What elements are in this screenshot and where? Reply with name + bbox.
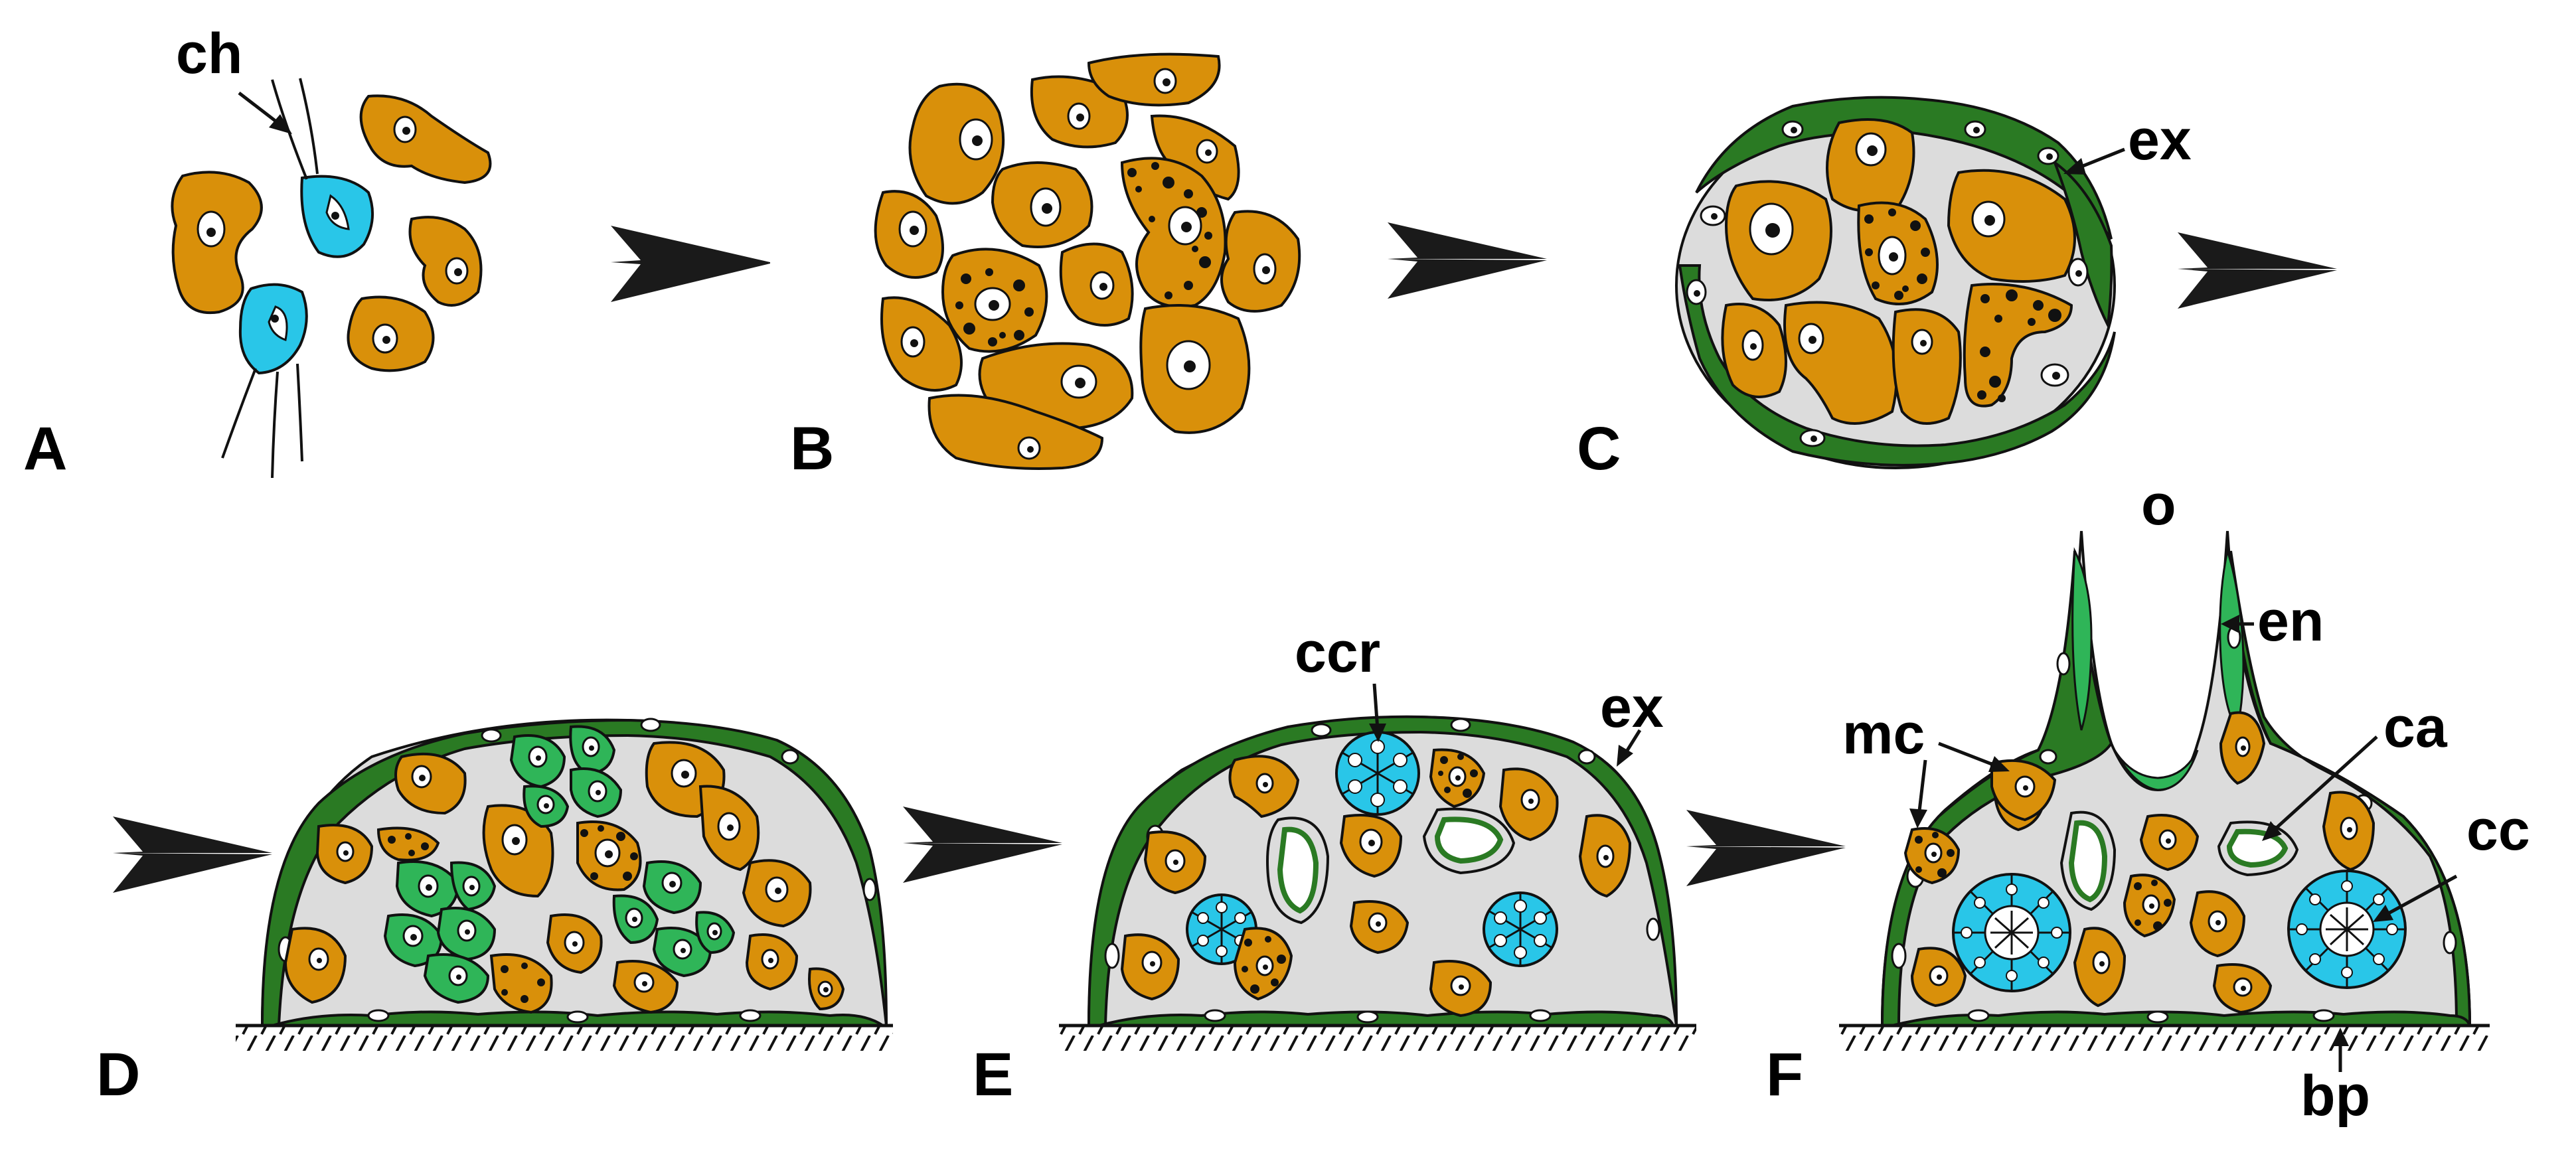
panel-letters: A B C D E F: [23, 415, 1803, 1109]
panel-letter-e: E: [973, 1041, 1013, 1109]
panel-letter-f: F: [1766, 1041, 1803, 1109]
panel-e-sponge: [1087, 715, 1678, 1027]
process-arrow-b-to-c: [1388, 222, 1547, 299]
label-bp: bp: [2300, 1064, 2370, 1128]
annotation-labels: ch ex ex ccr o en mc ca cc bp: [176, 22, 2530, 1128]
panel-letter-c: C: [1577, 415, 1621, 483]
process-arrow-a-to-b: [611, 226, 770, 302]
substrate-hatching: [236, 1024, 2490, 1051]
panel-e-choanocyte-rosette: [1335, 731, 1420, 816]
label-ccr: ccr: [1295, 621, 1380, 684]
panel-d-young-sponge: [260, 718, 888, 1027]
panel-b-aggregate: [874, 52, 1301, 470]
process-arrow-c-to-d: [2178, 232, 2337, 309]
label-en: en: [2257, 589, 2324, 653]
panel-letter-b: B: [790, 415, 834, 483]
label-mc: mc: [1842, 702, 1925, 766]
label-ex-e: ex: [1600, 676, 1664, 739]
panel-f-juvenile-sponge: [1880, 530, 2472, 1027]
label-ca: ca: [2383, 696, 2448, 759]
label-cc: cc: [2466, 799, 2530, 862]
panel-letter-a: A: [23, 415, 67, 483]
process-arrow-d-to-e: [903, 807, 1062, 883]
label-ex-c: ex: [2128, 108, 2192, 172]
process-arrow-row2-d: [113, 816, 272, 893]
panel-f-choanocyte-chamber-left: [1952, 873, 2071, 992]
process-arrow-e-to-f: [1686, 810, 1846, 886]
label-ch: ch: [176, 22, 242, 86]
process-arrows: [113, 222, 2337, 893]
leader-arrows: [238, 92, 2458, 1072]
panel-d-green-cells: [383, 725, 736, 1004]
panel-letter-d: D: [96, 1041, 140, 1109]
panel-a-cells: [171, 78, 492, 479]
panel-c-primmorph: [1675, 96, 2116, 469]
label-o: o: [2141, 473, 2176, 537]
panel-e-rosette-right: [1483, 891, 1558, 967]
panel-f-choanocyte-chamber-right: [2287, 870, 2407, 989]
